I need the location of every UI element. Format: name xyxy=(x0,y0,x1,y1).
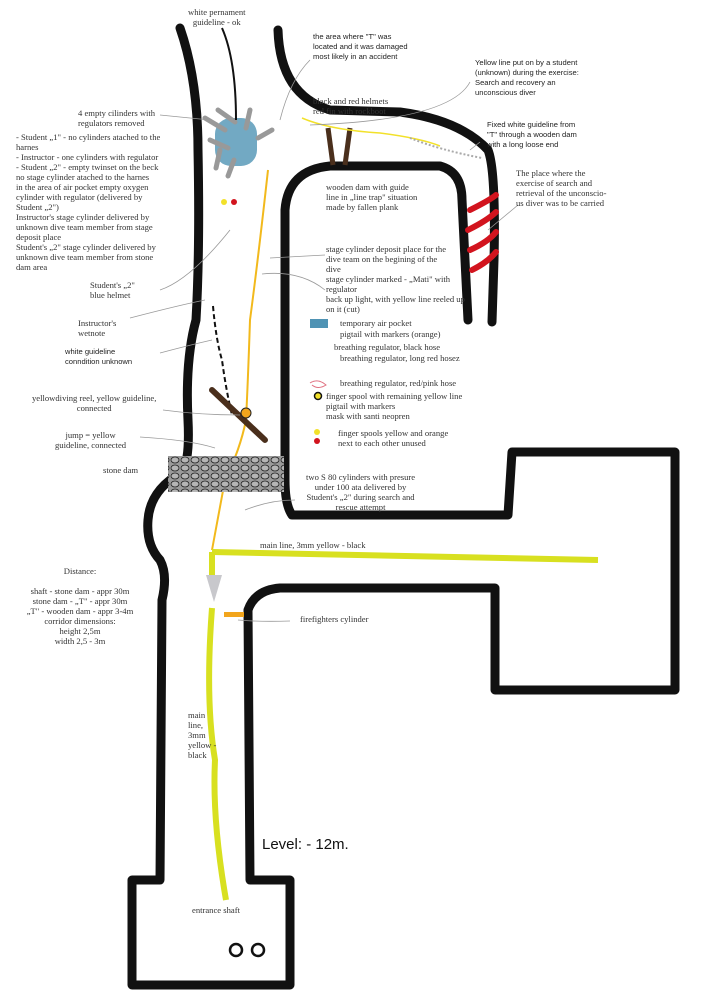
plank-wooden-dam xyxy=(325,127,353,166)
label-level: Level: - 12m. xyxy=(262,836,349,853)
legend-item: finger spool with remaining yellow line xyxy=(326,391,463,401)
cylinders xyxy=(202,107,275,179)
legend-item: temporary air pocket xyxy=(340,318,412,328)
white-guideline-permanent xyxy=(221,27,237,121)
red-marks xyxy=(465,192,499,273)
shaft-hole-icon xyxy=(228,942,244,958)
left-wall xyxy=(127,23,680,990)
label-equipment-notes: - Student „1" - no cylinders atached to … xyxy=(16,132,161,272)
legend-finger-spool-icon xyxy=(313,391,323,401)
label-wetnote: Instructor's wetnote xyxy=(78,318,117,338)
legend-item: pigtail with markers xyxy=(326,401,396,411)
yellow-guideline xyxy=(211,169,269,551)
label-main-line-horizontal: main line, 3mm yellow - black xyxy=(260,540,366,550)
label-s80-cylinders: two S 80 cylinders with presure under 10… xyxy=(306,472,416,512)
shaft-hole-icon xyxy=(250,942,266,958)
finger-spool-orange xyxy=(231,199,237,205)
legend-item: pigtail with markers (orange) xyxy=(340,329,441,339)
label-stage-deposit: stage cylinder deposit place for the div… xyxy=(326,244,465,314)
label-white-guideline-ok: white pernament guideline - ok xyxy=(188,7,246,27)
finger-spool-yellow xyxy=(221,199,227,205)
main-line-horizontal xyxy=(211,549,599,563)
legend-item: breathing regulator, long red hosez xyxy=(340,353,460,363)
label-search-place: The place where the exercise of search a… xyxy=(516,168,607,208)
label-helmets: black and red helmets red fin with rockb… xyxy=(313,96,389,116)
label-distance: Distance: shaft - stone dam - appr 30m s… xyxy=(26,566,134,646)
legend-spool-orange-icon xyxy=(314,438,320,444)
legend-spool-yellow-icon xyxy=(314,429,320,435)
yellow-line-student xyxy=(301,117,441,147)
label-white-guideline-unknown: white guideline conndition unknown xyxy=(65,347,133,366)
legend-regulator-pink-icon xyxy=(309,380,327,388)
line-marker-icon xyxy=(206,575,222,602)
white-guideline-unknown xyxy=(212,305,233,416)
label-fixed-white-guideline: Fixed white guideline from "T" through a… xyxy=(487,120,577,149)
label-main-line-vertical: main line, 3mm yellow - black xyxy=(188,710,217,760)
label-empty-cylinders: 4 empty cilinders with regulators remove… xyxy=(78,108,156,128)
main-line-vertical xyxy=(206,552,229,901)
legend-item: breathing regulator, red/pink hose xyxy=(340,378,457,388)
legend-air-pocket-icon xyxy=(310,319,328,328)
label-stone-dam: stone dam xyxy=(103,465,139,475)
legend-item: finger spools yellow and orange next to … xyxy=(338,428,449,448)
label-reel: yellowdiving reel, yellow guideline, con… xyxy=(32,393,157,413)
label-blue-helmet: Student's „2" blue helmet xyxy=(90,280,135,300)
label-wooden-dam: wooden dam with guide line in „line trap… xyxy=(326,182,418,212)
inner-wall xyxy=(280,161,473,485)
firefighters-cylinder xyxy=(224,612,244,617)
label-entrance-shaft: entrance shaft xyxy=(192,905,240,915)
label-jump: jump = yellow guideline, connected xyxy=(55,430,127,450)
leader-lines xyxy=(129,59,519,622)
label-firefighters-cylinder: firefighters cylinder xyxy=(300,614,369,624)
label-t-area: the area where "T" was located and it wa… xyxy=(313,32,408,61)
reel-icon xyxy=(240,407,252,419)
legend-item: mask with santi neopren xyxy=(326,411,410,421)
label-yellow-line-student: Yellow line put on by a student (unknown… xyxy=(475,58,579,97)
stone-dam xyxy=(168,456,284,492)
legend-item: breathing regulator, black hose xyxy=(334,342,441,352)
